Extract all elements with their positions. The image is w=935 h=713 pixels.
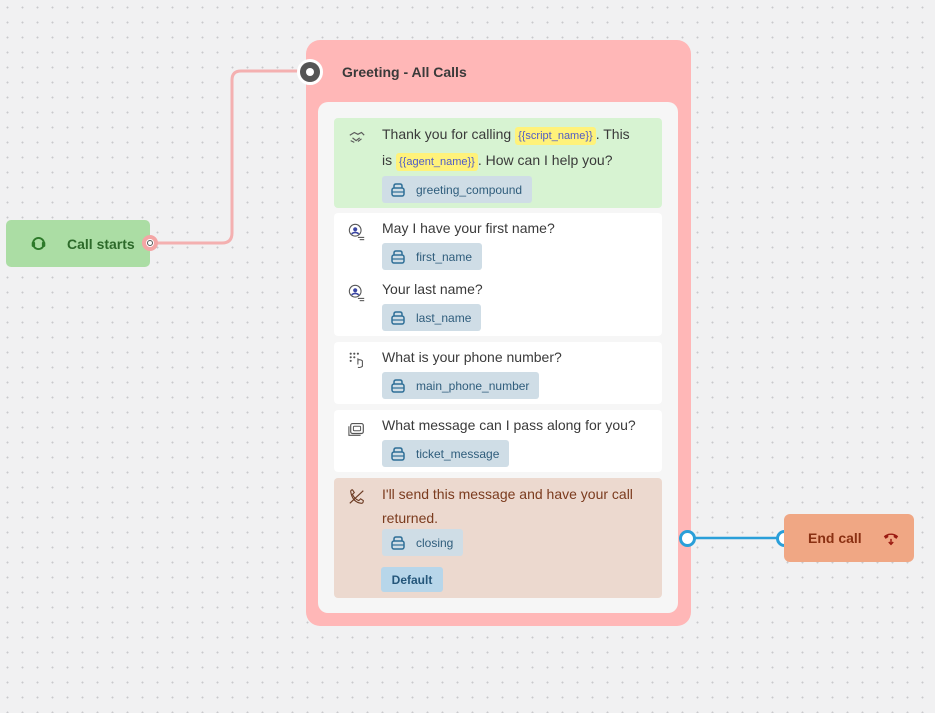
agent-name-variable[interactable]: {{agent_name}} bbox=[396, 153, 478, 171]
closing-step-card[interactable]: I'll send this message and have your cal… bbox=[334, 478, 662, 598]
greeting-group-node[interactable]: Greeting - All Calls Thank you for calli… bbox=[306, 40, 691, 626]
database-icon bbox=[391, 182, 405, 197]
phone-step-card[interactable]: What is your phone number? main_phone_nu… bbox=[334, 342, 662, 404]
database-icon bbox=[391, 535, 405, 550]
end-call-label: End call bbox=[808, 530, 862, 546]
database-icon bbox=[391, 249, 405, 264]
variable-chip-ticket-message[interactable]: ticket_message bbox=[382, 440, 510, 467]
message-step-card[interactable]: What message can I pass along for you? t… bbox=[334, 410, 662, 472]
last-name-question: Your last name? bbox=[382, 281, 483, 297]
variable-chip-greeting-compound[interactable]: greeting_compound bbox=[382, 176, 533, 203]
dialpad-icon bbox=[349, 352, 363, 369]
user-list-icon bbox=[348, 223, 365, 241]
message-icon bbox=[348, 423, 364, 436]
group-input-port[interactable] bbox=[297, 59, 323, 85]
call-starts-output-port[interactable] bbox=[142, 235, 158, 251]
variable-chip-main-phone-number[interactable]: main_phone_number bbox=[382, 372, 540, 399]
closing-output-port[interactable] bbox=[679, 530, 696, 547]
greeting-text: Thank you for calling {{script_name}}. T… bbox=[382, 122, 652, 174]
user-list-icon bbox=[348, 284, 365, 302]
default-badge[interactable]: Default bbox=[381, 567, 443, 592]
end-call-node[interactable]: End call bbox=[784, 514, 914, 562]
database-icon bbox=[391, 310, 405, 325]
script-name-variable[interactable]: {{script_name}} bbox=[515, 127, 596, 145]
start-to-group-link bbox=[150, 69, 305, 245]
first-name-question: May I have your first name? bbox=[382, 220, 555, 236]
variable-chip-closing[interactable]: closing bbox=[382, 529, 464, 556]
handshake-icon bbox=[349, 131, 365, 143]
call-starts-node[interactable]: Call starts bbox=[6, 220, 150, 267]
database-icon bbox=[391, 378, 405, 393]
closing-text: I'll send this message and have your cal… bbox=[382, 486, 633, 526]
greeting-step-card[interactable]: Thank you for calling {{script_name}}. T… bbox=[334, 118, 662, 208]
variable-chip-first-name[interactable]: first_name bbox=[382, 243, 483, 270]
headset-icon bbox=[31, 237, 46, 250]
group-body: Thank you for calling {{script_name}}. T… bbox=[318, 102, 678, 613]
call-starts-label: Call starts bbox=[67, 235, 135, 252]
phone-off-icon bbox=[349, 489, 364, 504]
phone-question: What is your phone number? bbox=[382, 349, 562, 365]
variable-chip-last-name[interactable]: last_name bbox=[382, 304, 482, 331]
group-title: Greeting - All Calls bbox=[342, 64, 467, 80]
database-icon bbox=[391, 446, 405, 461]
message-question: What message can I pass along for you? bbox=[382, 417, 636, 433]
name-step-card[interactable]: May I have your first name? first_name Y… bbox=[334, 213, 662, 336]
hangup-icon bbox=[883, 533, 898, 546]
